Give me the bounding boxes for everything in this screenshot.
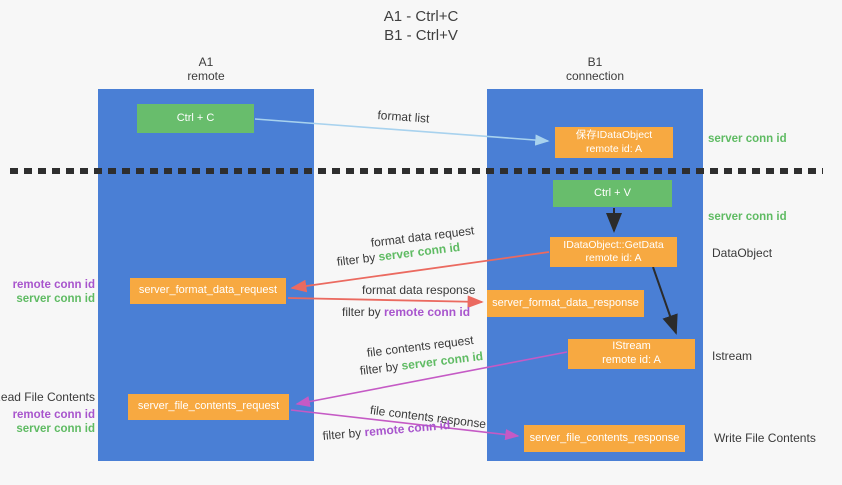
node-save-idataobject-line2: remote id: A: [585, 142, 643, 155]
filter-by-text: filter by: [359, 358, 403, 378]
label-read-file-contents: Read File Contents: [0, 390, 95, 404]
diagram-title-line2: B1 - Ctrl+V: [384, 27, 458, 44]
lifeline-a1-role: remote: [187, 69, 225, 83]
lifeline-header-b1: B1 connection: [487, 55, 703, 83]
filter-by-text: filter by: [322, 425, 366, 443]
node-istream-line1: IStream: [612, 340, 651, 353]
filter-by-text: filter by: [336, 249, 380, 269]
lifeline-header-a1: A1 remote: [98, 55, 314, 83]
node-format-request-label: server_format_data_request: [138, 284, 278, 297]
node-idataobject-getdata: IDataObject::GetData remote id: A: [550, 237, 677, 267]
lifeline-b1-role: connection: [565, 69, 625, 83]
filter-by-text: filter by: [342, 305, 385, 319]
label-conn-ids-left-top: remote conn id server conn id: [13, 278, 95, 306]
node-ctrl-v: Ctrl + V: [553, 180, 672, 207]
remote-conn-id-text: remote conn id: [384, 305, 471, 319]
lifeline-b1-name: B1: [587, 55, 603, 69]
lifeline-a1-name: A1: [198, 55, 214, 69]
label-write-file-contents: Write File Contents: [714, 431, 816, 445]
node-ctrl-c-label: Ctrl + C: [176, 111, 215, 124]
node-ctrl-c: Ctrl + C: [137, 104, 254, 133]
node-server-format-data-request: server_format_data_request: [130, 278, 286, 304]
label-conn-ids-left-bottom: remote conn id server conn id: [13, 408, 95, 436]
node-istream-line2: remote id: A: [602, 354, 661, 366]
node-server-file-contents-request: server_file_contents_request: [128, 394, 289, 420]
node-save-idataobject: 保存IDataObject remote id: A: [555, 127, 673, 158]
node-file-request-label: server_file_contents_request: [137, 400, 280, 413]
label-istream: Istream: [712, 349, 753, 363]
remote-conn-id-text: remote conn id: [363, 417, 451, 440]
node-file-response-label: server_file_contents_response: [529, 431, 680, 444]
label-server-conn-id-left-bottom: server conn id: [16, 423, 95, 435]
label-filter-by-remote-conn-id-1: filter by remote conn id: [342, 305, 470, 319]
node-server-format-data-response: server_format_data_response: [487, 290, 644, 317]
label-dataobject: DataObject: [712, 246, 773, 260]
section-separator-dotted-line: [10, 168, 823, 174]
label-format-data-response: format data response: [362, 283, 476, 297]
label-server-conn-id-right-top: server conn id: [708, 133, 787, 145]
label-server-conn-id-left-top: server conn id: [16, 293, 95, 305]
node-ctrl-v-label: Ctrl + V: [594, 186, 631, 199]
diagram-title-line1: A1 - Ctrl+C: [383, 8, 459, 25]
label-server-conn-id-right-mid: server conn id: [708, 211, 787, 223]
node-server-file-contents-response: server_file_contents_response: [524, 425, 685, 452]
label-remote-conn-id-left-bottom: remote conn id: [12, 409, 95, 421]
node-istream: IStream remote id: A: [568, 339, 695, 369]
node-save-idataobject-line1: 保存IDataObject: [575, 129, 653, 142]
label-remote-conn-id-left-top: remote conn id: [12, 279, 95, 291]
label-filter-by-remote-conn-id-2: filter by remote conn id: [322, 418, 451, 443]
node-getdata-line2: remote id: A: [585, 252, 642, 264]
node-getdata-line1: IDataObject::GetData: [563, 238, 664, 251]
arrow-format-data-response: [287, 295, 484, 309]
node-format-response-label: server_format_data_response: [492, 296, 639, 309]
label-format-list: format list: [377, 108, 430, 126]
